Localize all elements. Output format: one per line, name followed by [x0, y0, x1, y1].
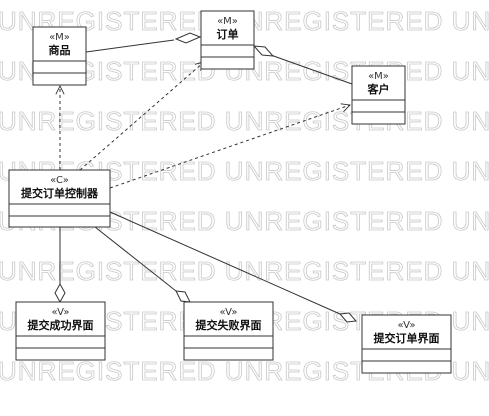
- class-stereotype: «V»: [220, 307, 238, 318]
- class-name: 订单: [217, 27, 239, 41]
- class-customer[interactable]: «M» 客户: [351, 65, 406, 125]
- class-failure-view[interactable]: «V» 提交失败界面: [183, 301, 274, 361]
- aggregation-diamond-orderview: [338, 312, 358, 323]
- watermark-text: UNREGISTERED UNREGISTERED UNREGISTERED: [0, 106, 489, 136]
- aggregation-line-controller-failure[interactable]: [94, 226, 177, 292]
- class-name: 提交成功界面: [28, 318, 94, 332]
- aggregation-diamond-order: [174, 32, 202, 44]
- aggregation-line-order-customer[interactable]: [267, 53, 353, 85]
- aggregation-line-controller-orderview[interactable]: [109, 211, 341, 315]
- class-goods[interactable]: «M» 商品: [32, 26, 87, 86]
- class-controller[interactable]: «C» 提交订单控制器: [8, 169, 111, 228]
- class-stereotype: «M»: [217, 16, 238, 27]
- dependency-controller-customer[interactable]: [109, 105, 350, 189]
- class-name: 提交订单控制器: [21, 186, 99, 200]
- aggregation-diamond-success: [54, 282, 66, 304]
- class-name: 提交订单界面: [374, 331, 440, 345]
- class-stereotype: «M»: [368, 71, 389, 82]
- aggregation-diamond-failure: [175, 290, 191, 303]
- class-name: 提交失败界面: [196, 318, 262, 332]
- class-stereotype: «C»: [50, 175, 69, 186]
- class-name: 客户: [367, 82, 390, 96]
- class-order[interactable]: «M» 订单: [200, 10, 255, 70]
- class-stereotype: «V»: [52, 307, 70, 318]
- class-stereotype: «V»: [398, 320, 416, 331]
- aggregation-diamond-order-customer: [252, 45, 275, 57]
- aggregation-line-goods-order[interactable]: [85, 39, 175, 53]
- class-name: 商品: [49, 43, 71, 57]
- class-success-view[interactable]: «V» 提交成功界面: [15, 301, 106, 361]
- watermark-text: UNREGISTERED UNREGISTERED UNREGISTERED: [0, 256, 489, 286]
- class-layer: «M» 商品 «M» 订单 «M» 客户: [8, 10, 452, 374]
- class-stereotype: «M»: [49, 32, 70, 43]
- class-order-view[interactable]: «V» 提交订单界面: [361, 314, 452, 374]
